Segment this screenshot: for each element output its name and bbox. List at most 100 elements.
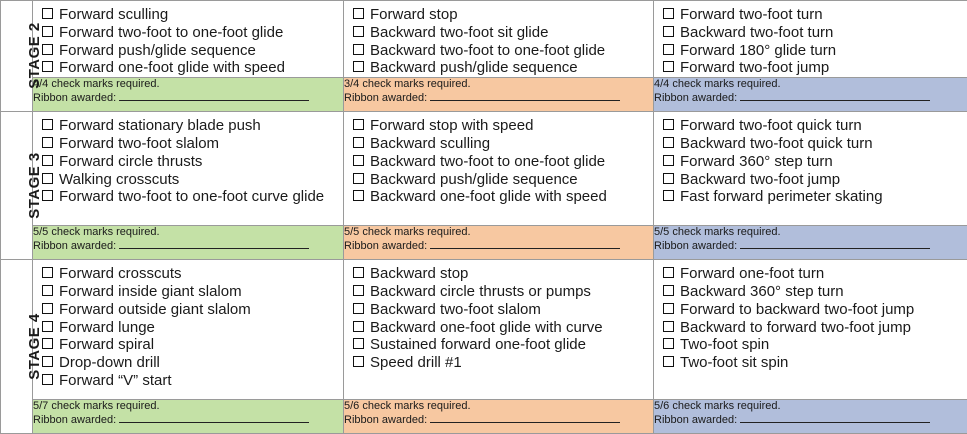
ribbon-blank-line[interactable] — [119, 91, 309, 101]
checkbox-icon[interactable] — [663, 26, 674, 37]
requirement-cell-left: 5/7 check marks required.Ribbon awarded: — [33, 400, 344, 434]
ribbon-label: Ribbon awarded: — [33, 414, 116, 426]
ribbon-blank-line[interactable] — [119, 413, 309, 423]
checkbox-icon[interactable] — [353, 8, 364, 19]
checkbox-icon[interactable] — [42, 44, 53, 55]
ribbon-awarded: Ribbon awarded: — [654, 413, 967, 427]
requirement-row: 5/5 check marks required.Ribbon awarded:… — [1, 226, 967, 260]
requirement-cell-right: 4/4 check marks required.Ribbon awarded: — [654, 78, 967, 112]
skill-label: Walking crosscuts — [59, 171, 179, 188]
checkbox-icon[interactable] — [42, 155, 53, 166]
checkbox-icon[interactable] — [663, 61, 674, 72]
skill-item: Forward two-foot to one-foot curve glide — [42, 188, 343, 206]
skill-item: Forward one-foot turn — [663, 265, 967, 283]
skill-label: Forward lunge — [59, 319, 155, 336]
checkbox-icon[interactable] — [42, 321, 53, 332]
ribbon-blank-line[interactable] — [740, 413, 930, 423]
ribbon-blank-line[interactable] — [430, 239, 620, 249]
checkbox-icon[interactable] — [353, 173, 364, 184]
skill-label: Backward one-foot glide with curve — [370, 319, 603, 336]
skill-label: Forward 180° glide turn — [680, 42, 836, 59]
skill-item: Forward 180° glide turn — [663, 42, 967, 60]
skill-label: Forward two-foot jump — [680, 59, 829, 76]
skill-label: Backward two-foot quick turn — [680, 135, 873, 152]
checkbox-icon[interactable] — [42, 374, 53, 385]
checkbox-icon[interactable] — [663, 44, 674, 55]
ribbon-blank-line[interactable] — [119, 239, 309, 249]
checkbox-icon[interactable] — [353, 303, 364, 314]
checkbox-icon[interactable] — [353, 356, 364, 367]
checkbox-icon[interactable] — [663, 356, 674, 367]
checkbox-icon[interactable] — [42, 137, 53, 148]
requirement-text: 5/5 check marks required. — [33, 226, 343, 239]
ribbon-blank-line[interactable] — [740, 239, 930, 249]
skill-item: Backward two-foot to one-foot glide — [353, 42, 653, 60]
skill-item: Forward 360° step turn — [663, 153, 967, 171]
skill-label: Speed drill #1 — [370, 354, 462, 371]
checkbox-icon[interactable] — [353, 338, 364, 349]
checkbox-icon[interactable] — [353, 285, 364, 296]
checkbox-icon[interactable] — [42, 285, 53, 296]
requirement-cell-right: 5/6 check marks required.Ribbon awarded: — [654, 400, 967, 434]
ribbon-blank-line[interactable] — [740, 91, 930, 101]
checkbox-icon[interactable] — [353, 267, 364, 278]
ribbon-label: Ribbon awarded: — [344, 414, 427, 426]
ribbon-blank-line[interactable] — [430, 91, 620, 101]
checkbox-icon[interactable] — [353, 44, 364, 55]
ribbon-label: Ribbon awarded: — [344, 240, 427, 252]
checkbox-icon[interactable] — [42, 26, 53, 37]
skill-label: Forward two-foot slalom — [59, 135, 219, 152]
skill-item: Backward two-foot sit glide — [353, 24, 653, 42]
checkbox-icon[interactable] — [663, 267, 674, 278]
checkbox-icon[interactable] — [353, 321, 364, 332]
checkbox-icon[interactable] — [42, 190, 53, 201]
stage-label-cell: STAGE 2 — [1, 1, 33, 112]
skill-item: Forward crosscuts — [42, 265, 343, 283]
checkbox-icon[interactable] — [663, 303, 674, 314]
checkbox-icon[interactable] — [663, 8, 674, 19]
ribbon-awarded: Ribbon awarded: — [33, 413, 343, 427]
checkbox-icon[interactable] — [353, 61, 364, 72]
skill-item: Backward one-foot glide with speed — [353, 188, 653, 206]
checkbox-icon[interactable] — [663, 173, 674, 184]
checkbox-icon[interactable] — [42, 338, 53, 349]
checkbox-icon[interactable] — [353, 190, 364, 201]
skill-item: Backward two-foot quick turn — [663, 135, 967, 153]
checkbox-icon[interactable] — [663, 321, 674, 332]
ribbon-awarded: Ribbon awarded: — [33, 239, 343, 253]
ribbon-blank-line[interactable] — [430, 413, 620, 423]
checkbox-icon[interactable] — [42, 61, 53, 72]
checkbox-icon[interactable] — [42, 303, 53, 314]
skill-item: Backward stop — [353, 265, 653, 283]
checkbox-icon[interactable] — [42, 356, 53, 367]
checkbox-icon[interactable] — [663, 155, 674, 166]
checkbox-icon[interactable] — [42, 8, 53, 19]
skill-label: Two-foot sit spin — [680, 354, 788, 371]
skill-label: Forward stationary blade push — [59, 117, 261, 134]
requirement-cell-middle: 5/6 check marks required.Ribbon awarded: — [344, 400, 654, 434]
checkbox-icon[interactable] — [663, 137, 674, 148]
skill-item: Forward spiral — [42, 336, 343, 354]
checkbox-icon[interactable] — [353, 137, 364, 148]
requirement-text: 5/6 check marks required. — [344, 400, 653, 413]
checkbox-icon[interactable] — [353, 26, 364, 37]
checkbox-icon[interactable] — [353, 155, 364, 166]
checkbox-icon[interactable] — [42, 267, 53, 278]
checkbox-icon[interactable] — [42, 173, 53, 184]
skill-label: Forward crosscuts — [59, 265, 182, 282]
checkbox-icon[interactable] — [663, 285, 674, 296]
checkbox-icon[interactable] — [663, 119, 674, 130]
checkbox-icon[interactable] — [663, 190, 674, 201]
skill-item: Forward two-foot turn — [663, 6, 967, 24]
skill-item: Forward stop with speed — [353, 117, 653, 135]
requirement-text: 4/4 check marks required. — [33, 78, 343, 91]
checkbox-icon[interactable] — [663, 338, 674, 349]
checkbox-icon[interactable] — [353, 119, 364, 130]
checkbox-icon[interactable] — [42, 119, 53, 130]
